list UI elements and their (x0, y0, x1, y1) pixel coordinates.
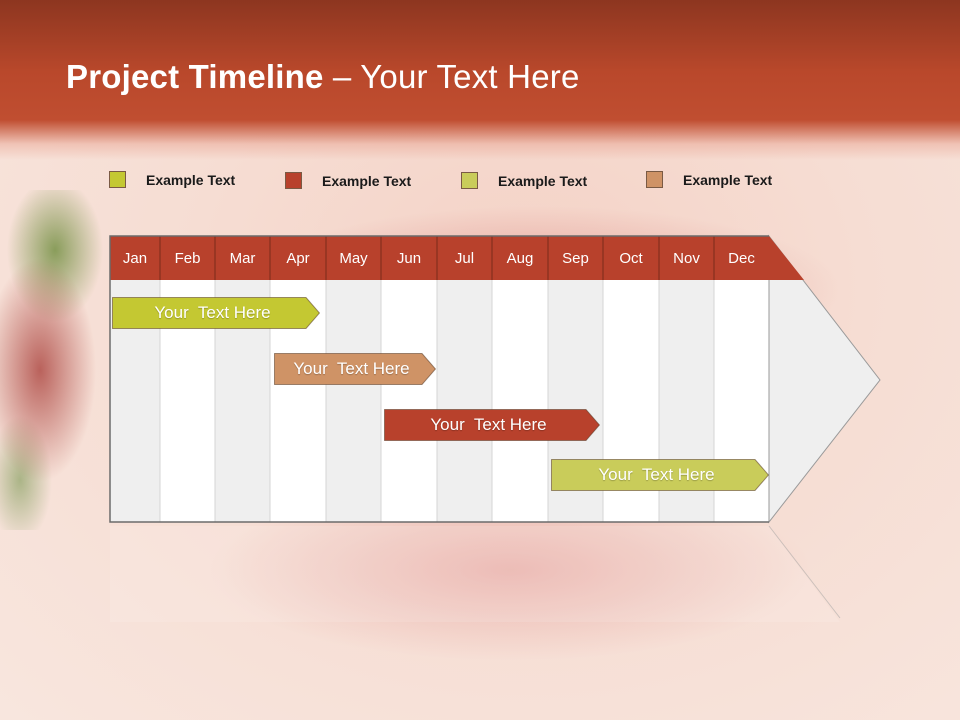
month-label-nov: Nov (673, 250, 700, 267)
month-column (381, 280, 437, 522)
month-label-oct: Oct (619, 250, 643, 267)
timeline-border (109, 235, 769, 523)
month-column (326, 280, 381, 522)
task-label-4: Your Text Here (598, 465, 715, 484)
month-label-aug: Aug (506, 250, 534, 267)
slide-title-bold: Project Timeline (66, 58, 324, 95)
legend-swatch-3 (461, 172, 478, 189)
task-arrow-shape (384, 409, 600, 441)
legend-label-4: Example Text (683, 172, 773, 188)
legend-label-1: Example Text (146, 172, 236, 188)
background-strawberry-image (0, 190, 130, 530)
task-label-2: Your Text Here (293, 359, 410, 378)
timeline-reflection-edge (768, 525, 841, 619)
task-arrow-shape (112, 297, 320, 329)
month-label-sep: Sep (562, 250, 589, 267)
month-label-feb: Feb (174, 250, 201, 267)
month-label-jun: Jun (396, 250, 422, 267)
slide-title-rest: – Your Text Here (323, 58, 580, 95)
month-column (492, 280, 548, 522)
legend-swatch-4 (646, 171, 663, 188)
month-label-jul: Jul (454, 250, 475, 267)
timeline-reflection (110, 526, 840, 622)
task-arrow-shape (274, 353, 436, 385)
month-label-mar: Mar (229, 250, 256, 267)
slide-title: Project Timeline – Your Text Here (66, 58, 580, 96)
task-bar-4[interactable]: Your Text Here (551, 459, 769, 491)
slide-header: Project Timeline – Your Text Here (0, 0, 960, 160)
month-label-jan: Jan (122, 250, 148, 267)
legend-label-3: Example Text (498, 173, 588, 189)
month-label-may: May (339, 250, 368, 267)
legend-swatch-1 (109, 171, 126, 188)
legend-label-2: Example Text (322, 173, 412, 189)
task-bar-1[interactable]: Your Text Here (112, 297, 320, 329)
task-label-3: Your Text Here (430, 415, 547, 434)
timeline-arrow-header (769, 236, 804, 280)
task-bar-3[interactable]: Your Text Here (384, 409, 600, 441)
month-label-apr: Apr (286, 250, 310, 267)
month-label-dec: Dec (728, 250, 755, 267)
task-label-1: Your Text Here (154, 303, 271, 322)
timeline-arrow-tip (768, 234, 881, 524)
legend-swatch-2 (285, 172, 302, 189)
month-column (437, 280, 492, 522)
task-arrow-shape (551, 459, 769, 491)
task-bar-2[interactable]: Your Text Here (274, 353, 436, 385)
